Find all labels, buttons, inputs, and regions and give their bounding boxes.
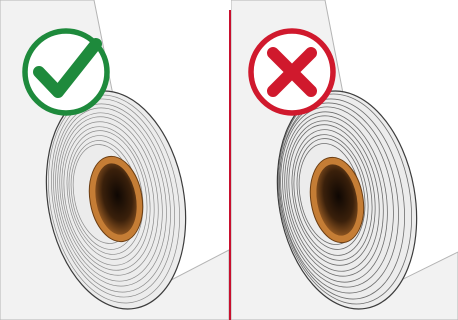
panel-incorrect: [231, 0, 458, 320]
incorrect-roll-illustration: [231, 0, 458, 320]
correct-roll-illustration: [0, 0, 229, 320]
correct-badge: [25, 31, 107, 113]
incorrect-badge: [251, 31, 333, 113]
panel-correct: [0, 0, 229, 320]
